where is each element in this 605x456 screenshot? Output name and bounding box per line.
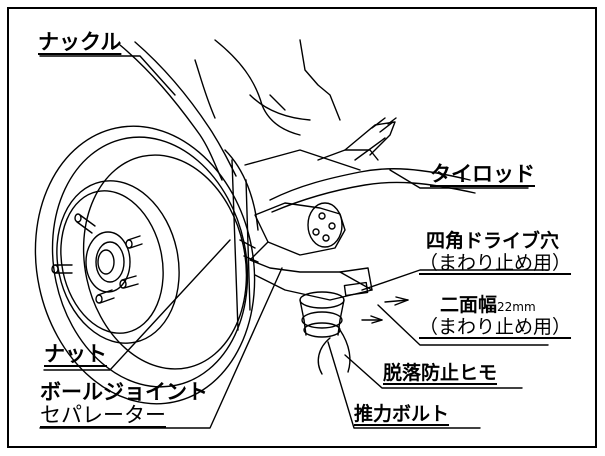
- label-width-across-flats: 二面幅22mm: [440, 296, 536, 315]
- width-arrows: [361, 296, 409, 324]
- leader-lines: [39, 55, 549, 429]
- knuckle-shape: [119, 39, 379, 181]
- anti-drop-strap: [317, 329, 351, 375]
- label-square-drive-hole: 四角ドライブ穴: [426, 230, 560, 252]
- label-nut: ナット: [44, 342, 107, 366]
- label-ball-joint-separator-line1: ボールジョイント: [40, 380, 208, 404]
- wheel-hub: [85, 231, 131, 293]
- brake-disc: [34, 125, 259, 405]
- label-square-drive-hole-note: （まわり止め用）: [419, 252, 572, 274]
- tie-rod-shape: [269, 117, 476, 213]
- label-width-across-flats-size: 22mm: [497, 300, 536, 314]
- label-ball-joint-separator-line2: セパレーター: [40, 403, 166, 427]
- label-width-across-flats-main: 二面幅: [440, 294, 498, 316]
- wheel-studs: [51, 213, 143, 304]
- label-knuckle: ナックル: [38, 30, 122, 54]
- label-anti-drop-strap: 脱落防止ヒモ: [383, 362, 498, 384]
- label-width-across-flats-note: （まわり止め用）: [419, 316, 572, 338]
- label-tie-rod: タイロッド: [430, 162, 535, 186]
- label-thrust-bolt: 推力ボルト: [354, 403, 450, 425]
- diagram-frame: [7, 7, 597, 448]
- separator-tool: [239, 202, 373, 301]
